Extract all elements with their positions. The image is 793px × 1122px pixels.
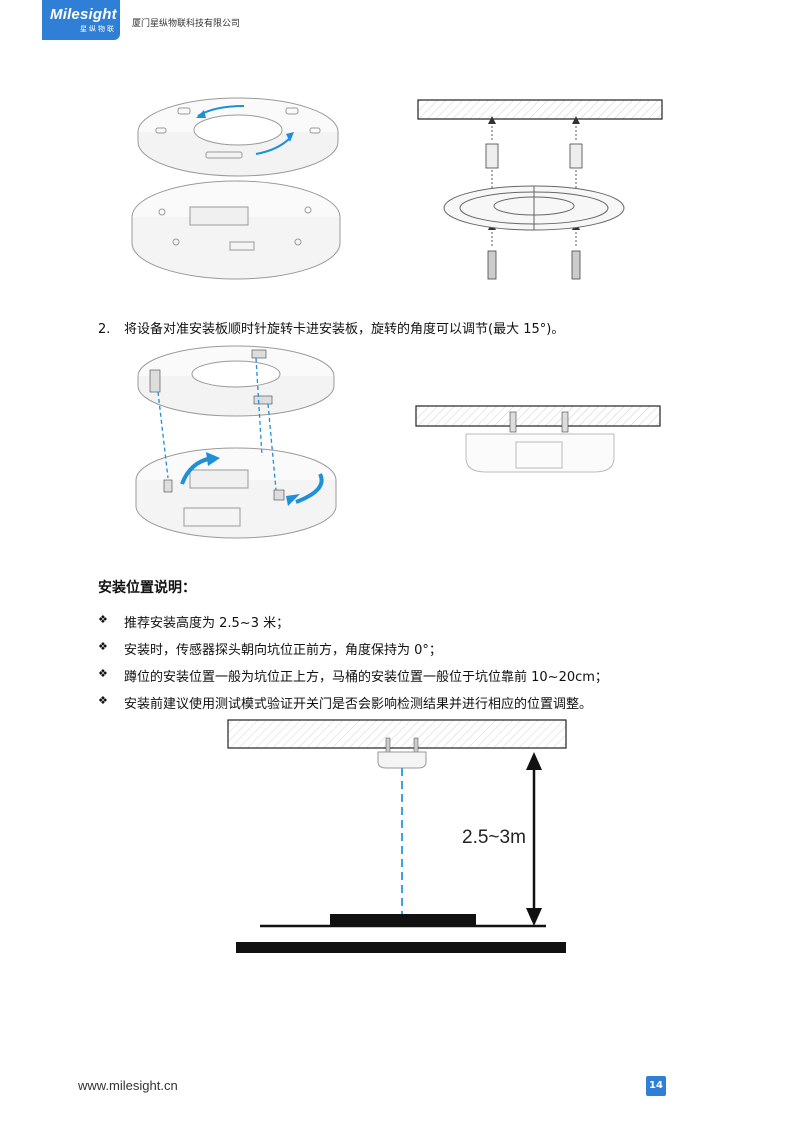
logo-subtitle: 星纵物联 [80, 25, 116, 33]
height-label: 2.5~3m [462, 827, 526, 848]
bullet-icon: ❖ [98, 613, 108, 626]
ceiling [227, 719, 567, 749]
step-2: 2. 将设备对准安装板顺时针旋转卡进安装板，旋转的角度可以调节(最大 15°)。 [98, 318, 564, 337]
figure-installed-ceiling [415, 405, 661, 473]
logo-background [42, 0, 120, 40]
logo: Milesight [50, 6, 117, 23]
step-text: 将设备对准安装板顺时针旋转卡进安装板，旋转的角度可以调节(最大 15°)。 [124, 322, 565, 337]
list-item-text: 安装前建议使用测试模式验证开关门是否会影响检测结果并进行相应的位置调整。 [124, 697, 593, 712]
bullet-icon: ❖ [98, 694, 108, 707]
ground-base [236, 942, 566, 953]
list-item-text: 蹲位的安装位置一般为坑位正上方，马桶的安装位置一般位于坑位靠前 10~20cm； [124, 670, 608, 685]
figure-rotate-install [135, 345, 337, 539]
step-number: 2. [98, 322, 111, 337]
list-item: ❖ 蹲位的安装位置一般为坑位正上方，马桶的安装位置一般位于坑位靠前 10~20c… [98, 666, 718, 693]
sensor-device [377, 751, 427, 769]
toilet-pan [330, 914, 476, 926]
list-item-text: 安装时，传感器探头朝向坑位正前方，角度保持为 0°； [124, 643, 442, 658]
section-title: 安装位置说明： [98, 580, 196, 596]
installation-height-diagram: 2.5~3m [227, 719, 567, 953]
list-item: ❖ 推荐安装高度为 2.5~3 米； [98, 612, 718, 639]
bullet-icon: ❖ [98, 667, 108, 680]
page-number: 14 [646, 1076, 666, 1096]
bullet-icon: ❖ [98, 640, 108, 653]
list-item: ❖ 安装前建议使用测试模式验证开关门是否会影响检测结果并进行相应的位置调整。 [98, 693, 718, 720]
installation-notes-list: ❖ 推荐安装高度为 2.5~3 米； ❖ 安装时，传感器探头朝向坑位正前方，角度… [98, 612, 718, 720]
footer-url: www.milesight.cn [78, 1078, 178, 1093]
figure-ceiling-screws [417, 99, 663, 280]
list-item-text: 推荐安装高度为 2.5~3 米； [124, 616, 290, 631]
figure-detach-device [131, 97, 341, 280]
list-item: ❖ 安装时，传感器探头朝向坑位正前方，角度保持为 0°； [98, 639, 718, 666]
company-name: 厦门星纵物联科技有限公司 [132, 19, 241, 29]
